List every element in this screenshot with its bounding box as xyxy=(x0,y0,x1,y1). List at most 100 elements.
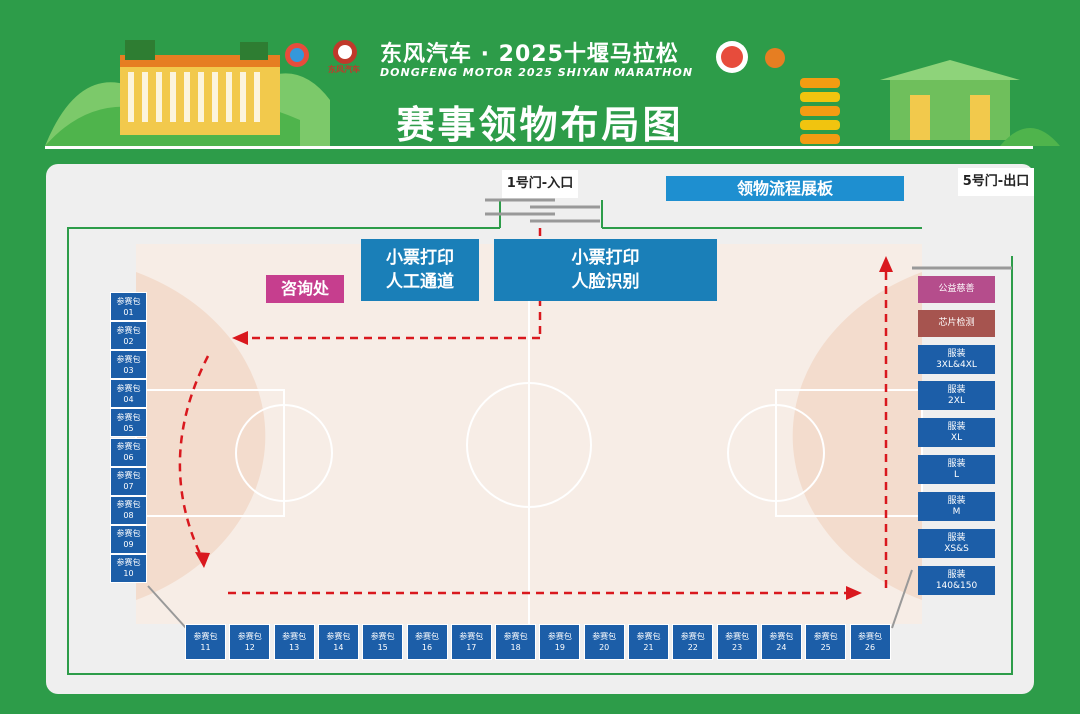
pack-booth-16-label: 参赛包 xyxy=(415,632,439,641)
pack-booth-07-number: 07 xyxy=(123,482,134,492)
station-7-number: XS&S xyxy=(944,543,969,554)
pack-booth-14-label: 参赛包 xyxy=(326,632,351,641)
pack-booth-15-number: 15 xyxy=(377,643,388,652)
pack-booth-14-number: 14 xyxy=(333,643,344,652)
pack-booth-21-number: 21 xyxy=(643,643,654,652)
pack-booth-13: 参赛包 13 xyxy=(273,624,315,660)
pack-booth-25-label: 参赛包 xyxy=(813,632,838,641)
page-title: 赛事领物布局图 xyxy=(396,103,684,147)
pack-booth-22-label: 参赛包 xyxy=(680,632,705,641)
pack-booth-04-label: 参赛包 xyxy=(116,383,141,393)
header-banner: 东风汽车 · 2025十堰马拉松 DONGFENG MOTOR 2025 SHI… xyxy=(0,0,1080,150)
station-7-label: 服装 xyxy=(947,532,966,543)
pack-booth-23: 参赛包 23 xyxy=(716,624,758,660)
face-station-line2: 人脸识别 xyxy=(571,272,640,292)
pack-booth-12-label: 参赛包 xyxy=(237,632,262,641)
pack-booth-26-number: 26 xyxy=(864,643,876,652)
dongfeng-logo-text: 东风汽车 xyxy=(328,65,360,74)
pack-booth-13-number: 13 xyxy=(289,643,300,652)
station-4-label: 服装 xyxy=(947,421,966,432)
station-8-number: 140&150 xyxy=(935,580,978,591)
header-illustration xyxy=(45,40,1060,146)
event-subtitle: DONGFENG MOTOR 2025 SHIYAN MARATHON xyxy=(380,66,694,79)
pack-booth-11: 参赛包 11 xyxy=(185,624,226,660)
pack-booth-18-number: 18 xyxy=(510,643,521,652)
pack-booth-17-label: 参赛包 xyxy=(459,632,484,641)
station-1-label: 芯片检测 xyxy=(938,318,975,328)
pack-booth-07-label: 参赛包 xyxy=(116,471,141,481)
pack-booth-03-label: 参赛包 xyxy=(116,354,141,364)
pack-booth-24-number: 24 xyxy=(776,643,787,652)
pack-booth-11-label: 参赛包 xyxy=(193,632,218,641)
pack-booth-01-number: 01 xyxy=(123,307,134,317)
face-recognition-station: 小票打印 人脸识别 xyxy=(494,239,717,301)
pack-booth-15-label: 参赛包 xyxy=(370,632,395,641)
pack-booth-08-number: 08 xyxy=(123,511,134,521)
station-3-number: 2XL xyxy=(948,395,965,406)
pack-booth-26-label: 参赛包 xyxy=(858,632,882,641)
entrance-gate-label: 1号门-入口 xyxy=(502,170,578,198)
header-divider xyxy=(45,146,1033,149)
flow-board: 领物流程展板 xyxy=(666,176,904,201)
event-title: 东风汽车 · 2025十堰马拉松 xyxy=(380,42,679,67)
pack-booth-23-number: 23 xyxy=(732,643,743,652)
pack-booth-02-label: 参赛包 xyxy=(116,325,141,335)
manual-station-line1: 小票打印 xyxy=(386,248,454,268)
pack-booth-18-label: 参赛包 xyxy=(503,632,528,641)
pack-booth-03-number: 03 xyxy=(123,365,134,375)
pack-booth-19-label: 参赛包 xyxy=(547,632,572,641)
pack-booth-19-number: 19 xyxy=(554,643,565,652)
pack-booth-14: 参赛包 14 xyxy=(317,624,359,660)
consult-desk: 咨询处 xyxy=(266,275,344,303)
station-3-label: 服装 xyxy=(947,384,966,395)
pack-booth-09-number: 09 xyxy=(123,540,134,550)
station-6-label: 服装 xyxy=(947,495,966,506)
station-2-label: 服装 xyxy=(947,348,966,359)
pack-booth-21-label: 参赛包 xyxy=(636,632,661,641)
pack-booth-25-number: 25 xyxy=(820,643,831,652)
face-station-line1: 小票打印 xyxy=(571,248,640,268)
pack-booth-20-label: 参赛包 xyxy=(592,632,617,641)
pack-booth-22-number: 22 xyxy=(687,643,698,652)
pack-booth-01-label: 参赛包 xyxy=(116,296,141,306)
pack-booth-04-number: 04 xyxy=(123,394,134,404)
station-5-label: 服装 xyxy=(947,458,966,469)
pack-booth-18: 参赛包 18 xyxy=(495,624,537,660)
station-0: 公益慈善 xyxy=(918,276,995,303)
pack-booth-22: 参赛包 22 xyxy=(672,624,714,660)
station-2-number: 3XL&4XL xyxy=(936,359,977,370)
pack-booth-19: 参赛包 19 xyxy=(539,624,581,660)
pack-booth-12-number: 12 xyxy=(244,643,255,652)
pack-booth-02-number: 02 xyxy=(123,336,134,346)
pack-booth-11-number: 11 xyxy=(200,643,211,652)
manual-ticket-station: 小票打印 人工通道 xyxy=(361,239,479,301)
pack-booth-06-label: 参赛包 xyxy=(116,442,141,451)
pack-booth-13-label: 参赛包 xyxy=(282,632,307,641)
pack-booth-10-label: 参赛包 xyxy=(116,558,141,568)
pack-booth-25: 参赛包 25 xyxy=(805,624,847,660)
pack-booth-23-label: 参赛包 xyxy=(725,632,750,641)
pack-booth-06: 参赛包 06 xyxy=(110,437,147,467)
pack-booth-06-number: 06 xyxy=(123,453,134,462)
station-4-number: XL xyxy=(950,432,963,443)
manual-station-line2: 人工通道 xyxy=(386,272,454,292)
pack-booth-05-number: 05 xyxy=(123,423,134,433)
